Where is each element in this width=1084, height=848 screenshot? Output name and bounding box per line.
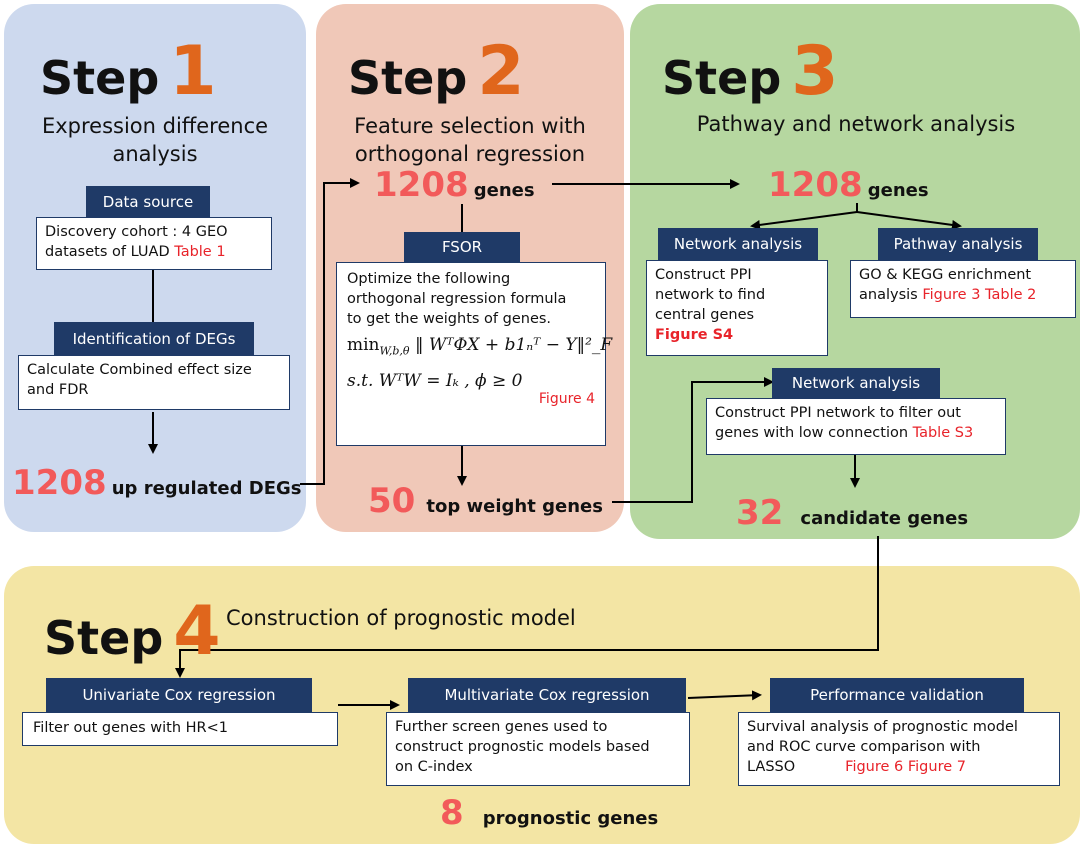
fsor-formula: minW,b,θ ‖ WᵀΦX + b1ₙᵀ − Y‖²_F	[347, 335, 613, 358]
step2-subtitle: Feature selection with orthogonal regres…	[354, 114, 586, 166]
step4-subtitle: Construction of prognostic model	[226, 606, 576, 630]
step1-subtitle: Expression difference analysis	[41, 114, 269, 166]
arrow-multi-to-perf	[687, 690, 762, 701]
multivariate-box: Further screen genes used to construct p…	[386, 712, 690, 786]
top-weight-count: 50	[368, 481, 416, 521]
performance-label: Performance validation	[770, 678, 1024, 712]
network2-box: Construct PPI network to filter out gene…	[706, 398, 1006, 455]
data-source-box: Discovery cohort : 4 GEO datasets of LUA…	[36, 217, 272, 270]
network2-label: Network analysis	[772, 368, 940, 398]
step4-result: 8 prognostic genes	[440, 793, 659, 833]
figure3-table2-ref: Figure 3 Table 2	[922, 287, 1037, 303]
network-box: Construct PPI network to find central ge…	[646, 260, 828, 356]
step2-result: 50 top weight genes	[368, 481, 603, 521]
multivariate-label: Multivariate Cox regression	[408, 678, 686, 712]
arrow-step1-to-step2	[300, 178, 360, 485]
step3-result: 32 candidate genes	[736, 493, 969, 533]
fsor-label: FSOR	[404, 232, 520, 262]
step3-gene-count: 1208	[768, 165, 863, 205]
figure4-ref: Figure 4	[538, 391, 595, 408]
arrow-step2-to-network2	[612, 377, 774, 503]
deg-box: Calculate Combined effect size and FDR	[18, 355, 290, 410]
fsor-constraint: s.t. WᵀW = Iₖ , ϕ ≥ 0	[347, 371, 523, 392]
figureS4-ref: Figure S4	[655, 327, 734, 343]
deg-count: 1208	[12, 463, 107, 503]
arrow-to-pathway	[856, 211, 962, 230]
tableS3-ref: Table S3	[912, 425, 974, 441]
univariate-label: Univariate Cox regression	[46, 678, 312, 712]
data-source-label: Data source	[86, 186, 210, 217]
step1-result: 1208 up regulated DEGs	[12, 463, 302, 503]
arrow-to-network	[750, 211, 858, 230]
step3-genes: 1208 genes	[768, 165, 929, 205]
step3-subtitle: Pathway and network analysis	[696, 112, 1016, 136]
univariate-box: Filter out genes with HR<1	[22, 712, 338, 746]
arrow-step3-to-step4	[175, 536, 879, 678]
pathway-label: Pathway analysis	[878, 228, 1038, 260]
performance-box: Survival analysis of prognostic model an…	[738, 712, 1060, 786]
fsor-box: Optimize the following orthogonal regres…	[336, 262, 613, 446]
step2-genes: 1208 genes	[374, 165, 535, 205]
pathway-box: GO & KEGG enrichment analysis Figure 3 T…	[850, 260, 1076, 318]
prognostic-count: 8	[440, 793, 464, 833]
step2-gene-count: 1208	[374, 165, 469, 205]
network-label: Network analysis	[658, 228, 818, 260]
table1-ref: Table 1	[174, 244, 226, 260]
candidate-count: 32	[736, 493, 784, 533]
figure6-figure7-ref: Figure 6 Figure 7	[845, 759, 966, 775]
deg-label: Identification of DEGs	[54, 322, 254, 355]
